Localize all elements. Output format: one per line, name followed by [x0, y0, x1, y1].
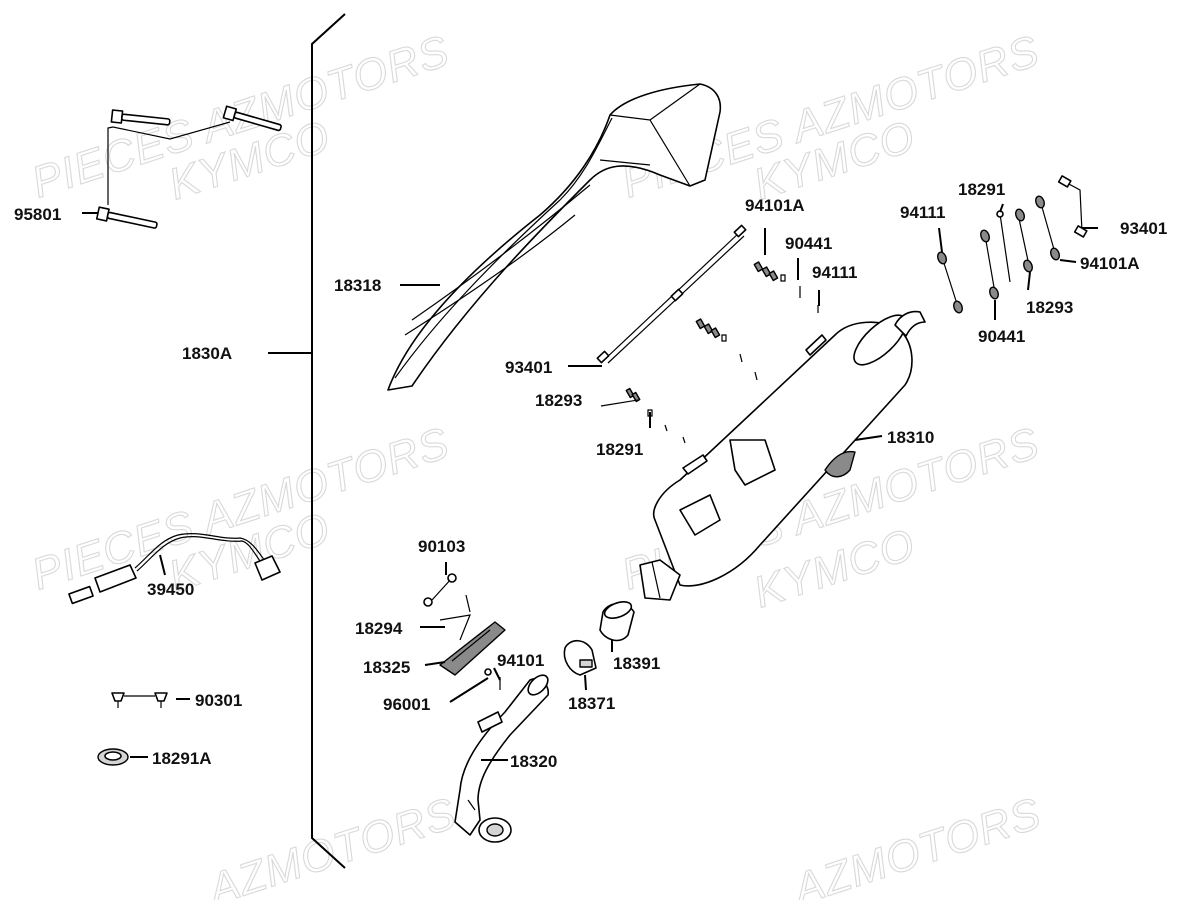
- label-94101A: 94101A: [1080, 254, 1140, 273]
- label-94111: 94111: [900, 203, 945, 222]
- label-18291: 18291: [596, 440, 643, 459]
- exhaust-pipe-18320: [454, 674, 550, 843]
- label-96001: 96001: [383, 695, 430, 714]
- label-18294: 18294: [355, 619, 403, 638]
- label-18325: 18325: [363, 658, 410, 677]
- label-94111: 94111: [812, 263, 857, 282]
- heat-shield-18318: [387, 83, 722, 391]
- label-18291A: 18291A: [152, 749, 212, 768]
- watermark-text: AZMOTORS: [785, 789, 1047, 900]
- muffler-18310: [639, 310, 926, 601]
- o2-sensor-39450: [68, 532, 281, 605]
- label-95801: 95801: [14, 205, 61, 224]
- label-1830A: 1830A: [182, 344, 232, 363]
- rod-93401: [596, 224, 747, 364]
- label-18320: 18320: [510, 752, 557, 771]
- bracket-18325: [423, 573, 506, 690]
- label-90441: 90441: [785, 234, 832, 253]
- label-94101A: 94101A: [745, 196, 805, 215]
- label-90441: 90441: [978, 327, 1025, 346]
- fastener-group-left: [600, 261, 819, 444]
- label-18291: 18291: [958, 180, 1005, 199]
- clips-90301: [111, 692, 168, 708]
- watermark-text: AZMOTORS: [200, 789, 462, 900]
- label-18391: 18391: [613, 654, 660, 673]
- label-18371: 18371: [568, 694, 615, 713]
- label-39450: 39450: [147, 580, 194, 599]
- fastener-group-right: [937, 175, 1088, 314]
- clamp-18371: [563, 639, 597, 676]
- label-90301: 90301: [195, 691, 242, 710]
- gasket-18391: [599, 601, 635, 642]
- leader-lines: [82, 203, 1098, 761]
- label-94101: 94101: [497, 651, 544, 670]
- label-18318: 18318: [334, 276, 381, 295]
- label-18310: 18310: [887, 428, 934, 447]
- label-93401: 93401: [505, 358, 552, 377]
- label-93401: 93401: [1120, 219, 1167, 238]
- label-90103: 90103: [418, 537, 465, 556]
- washer-18291A: [97, 748, 129, 766]
- assembly-bracket: [311, 13, 346, 869]
- part-labels: 95801 18318 1830A 94101A 90441 94111 934…: [14, 180, 1167, 771]
- bolt-95801-group: [95, 105, 282, 229]
- label-18293: 18293: [535, 391, 582, 410]
- label-18293: 18293: [1026, 298, 1073, 317]
